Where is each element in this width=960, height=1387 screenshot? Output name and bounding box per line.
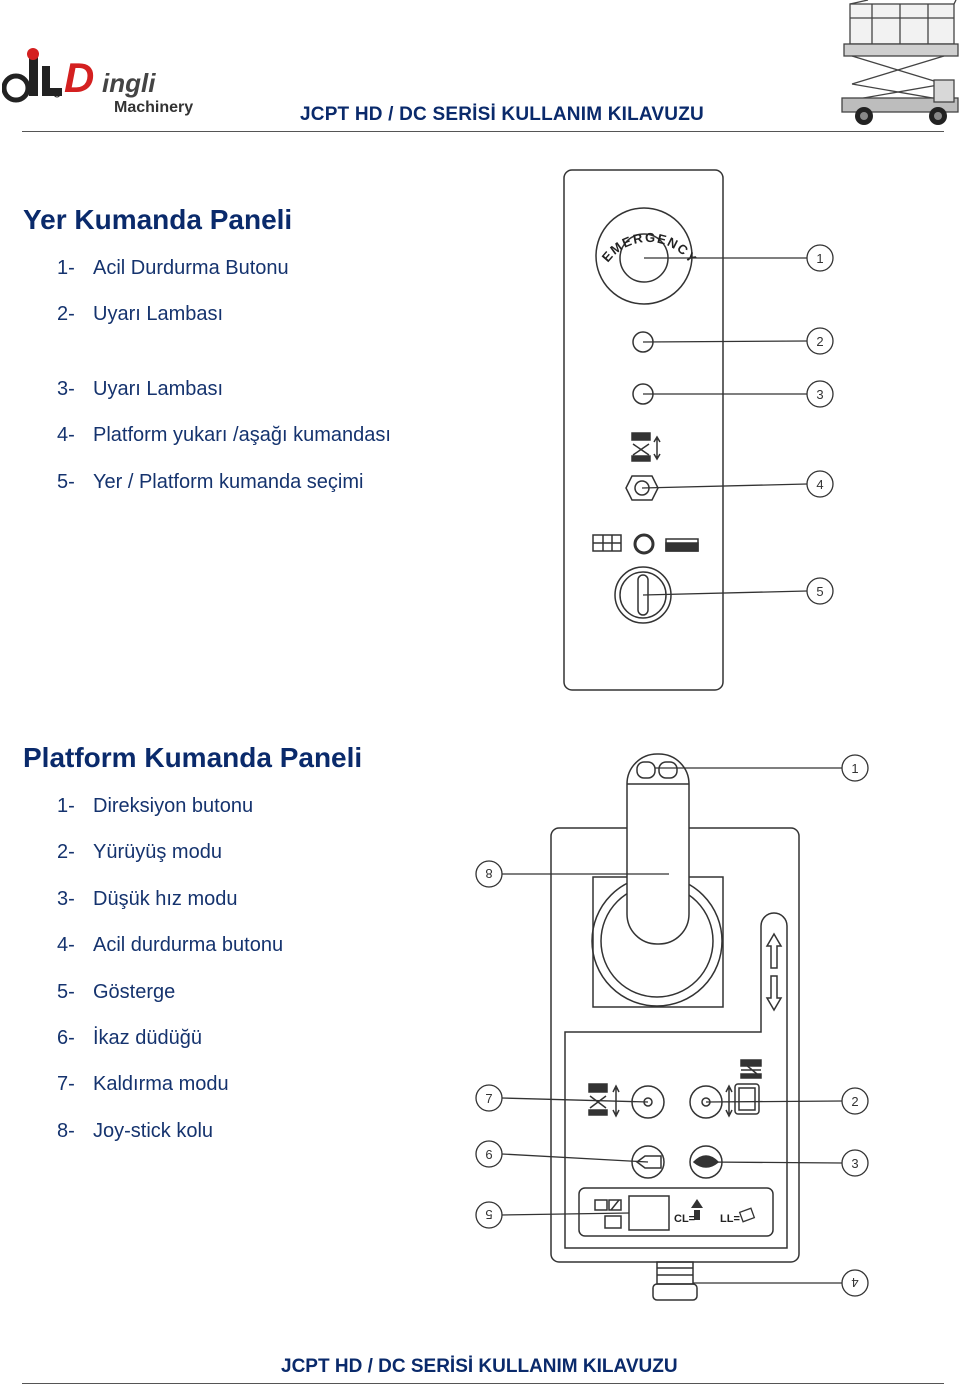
drive-mode-icon (725, 1059, 762, 1118)
platform-panel-title: Platform Kumanda Paneli (23, 742, 363, 773)
callout-number: 2 (851, 1094, 858, 1109)
up-arrow-icon (765, 932, 783, 969)
list-item: 8-Joy-stick kolu (57, 1120, 214, 1142)
callout-leader-line (705, 1100, 843, 1103)
list-item: 5-Gösterge (57, 981, 176, 1003)
header-divider (22, 131, 944, 132)
callout-leader-line (501, 1153, 649, 1163)
emergency-stop-collar (656, 1261, 694, 1285)
off-position-icon (633, 533, 655, 555)
list-item: 1-Acil Durdurma Butonu (57, 257, 289, 279)
callout-leader-line (501, 1212, 630, 1216)
direction-arrow-strip (564, 912, 788, 1249)
callout-circle (475, 1201, 503, 1229)
list-item: 3-Uyarı Lambası (57, 378, 224, 400)
horn-icon (635, 1155, 662, 1169)
list-item: 6-İkaz düdüğü (57, 1027, 202, 1049)
tilt-warning-icon (691, 1199, 703, 1208)
callout-number: 3 (851, 1156, 858, 1171)
horn-button (631, 1145, 665, 1179)
platform-up-down-switch (625, 475, 659, 501)
ll-label: LL= (720, 1213, 740, 1225)
list-item: 3-Düşük hız modu (57, 888, 238, 910)
emergency-stop-label: EMERGENCY STOP (554, 153, 699, 266)
callout-circle (806, 470, 834, 498)
callout-circle (841, 1269, 869, 1297)
lift-mode-icon (588, 1083, 620, 1118)
cl-label: CL= (674, 1213, 695, 1225)
callout-leader-line (705, 1161, 843, 1164)
callout-number: 1 (816, 251, 823, 266)
panel-outline (563, 169, 724, 691)
list-item: 4-Platform yukarı /aşağı kumandası (57, 424, 391, 446)
key-switch (614, 566, 672, 624)
callout-circle (841, 1149, 869, 1177)
emergency-stop-button (652, 1283, 698, 1301)
callout-circle (475, 1084, 503, 1112)
lift-up-down-icon (631, 432, 661, 462)
callout-leader-line (642, 590, 808, 596)
callout-circle (475, 1140, 503, 1168)
header-title: JCPT HD / DC SERİSİ KULLANIM KILAVUZU (300, 104, 704, 125)
emergency-stop-ring (595, 207, 693, 305)
ground-mode-icon (592, 534, 622, 552)
svg-text:EMERGENCY STOP: EMERGENCY STOP (560, 165, 700, 266)
platform-mode-icon (665, 538, 699, 552)
list-item: 4-Acil durdurma butonu (57, 934, 284, 956)
logo-ring-icon (1, 73, 31, 103)
logo-brand-rest: ingli (102, 68, 156, 98)
list-item: 7-Kaldırma modu (57, 1073, 229, 1095)
callout-circle (841, 754, 869, 782)
list-item: 5-Yer / Platform kumanda seçimi (57, 471, 364, 493)
callout-number: 6 (485, 1147, 492, 1162)
platform-control-panel-diagram: CL= LL= 1 2 3 4 8 7 6 5 (465, 748, 885, 1308)
list-item: 2-Uyarı Lambası (57, 303, 224, 325)
list-item: 1-Direksiyon butonu (57, 795, 254, 817)
list-item: 2-Yürüyüş modu (57, 841, 222, 863)
battery-gauge-icon (594, 1199, 622, 1229)
down-arrow-icon (765, 975, 783, 1012)
callout-number: 5 (485, 1207, 492, 1222)
callout-circle (806, 380, 834, 408)
overload-icon (738, 1207, 756, 1223)
dingli-logo: D ingli Machinery (1, 48, 202, 120)
callout-leader-line (642, 340, 808, 343)
callout-circle (806, 327, 834, 355)
scissor-lift-image (838, 0, 960, 130)
callout-number: 5 (816, 584, 823, 599)
joystick-handle (626, 753, 690, 945)
ground-control-panel-diagram: EMERGENCY STOP 1 2 3 4 5 (554, 153, 880, 700)
callout-circle (806, 244, 834, 272)
callout-number: 4 (816, 477, 823, 492)
callout-number: 4 (851, 1275, 858, 1290)
callout-number: 2 (816, 334, 823, 349)
footer-title: JCPT HD / DC SERİSİ KULLANIM KILAVUZU (281, 1356, 678, 1377)
logo-brand-sub: Machinery (114, 99, 193, 116)
callout-number: 8 (485, 866, 492, 881)
callout-number: 1 (851, 761, 858, 776)
footer-divider (22, 1383, 944, 1384)
callout-leader-line (641, 483, 808, 489)
callout-circle (841, 1087, 869, 1115)
steering-button (636, 761, 656, 779)
logo-brand-initial: D (64, 54, 94, 101)
callout-leader-line (501, 1097, 649, 1103)
indicator-display (578, 1187, 774, 1237)
callout-circle (475, 860, 503, 888)
callout-circle (806, 577, 834, 605)
ground-panel-title: Yer Kumanda Paneli (23, 204, 293, 235)
callout-number: 3 (816, 387, 823, 402)
callout-number: 7 (485, 1091, 492, 1106)
